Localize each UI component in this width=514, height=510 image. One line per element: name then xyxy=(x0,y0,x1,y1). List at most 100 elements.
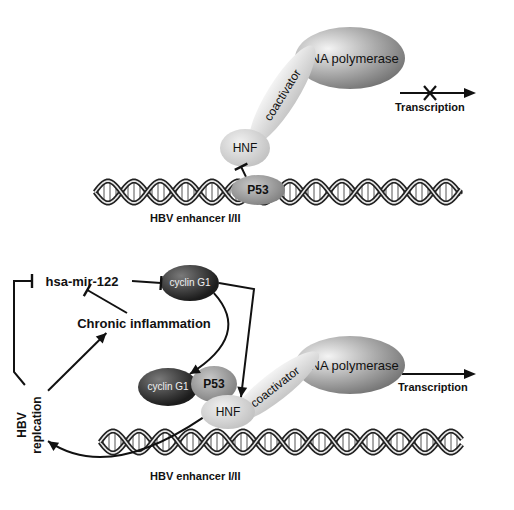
node-text: P53 xyxy=(203,377,224,391)
base-pair xyxy=(140,184,141,200)
node-text: hsa-mir-122 xyxy=(46,274,119,289)
base-pair xyxy=(110,181,111,202)
base-pair xyxy=(164,182,165,201)
base-pair xyxy=(176,188,177,196)
block-mark xyxy=(424,86,436,100)
connector-line xyxy=(87,290,127,313)
text-label: HBV enhancer I/II xyxy=(150,470,240,482)
base-pair xyxy=(338,182,339,201)
base-pair xyxy=(224,191,225,194)
base-pair xyxy=(145,434,146,450)
text-wrap: HNF xyxy=(233,141,258,155)
connector-line xyxy=(132,281,161,283)
base-pair xyxy=(253,438,254,446)
base-pair xyxy=(241,431,242,452)
base-pair xyxy=(344,181,345,202)
text-wrap: P53 xyxy=(203,377,224,391)
base-pair xyxy=(200,191,201,194)
base-pair xyxy=(422,181,423,202)
dna-strand xyxy=(100,431,462,453)
inhibition-connector xyxy=(132,276,161,290)
dna-strand xyxy=(100,431,462,453)
base-pair xyxy=(133,434,134,450)
connector-line xyxy=(241,167,246,177)
base-pair xyxy=(127,441,128,444)
text-wrap: cyclin G1 xyxy=(169,277,210,289)
activation-arrow xyxy=(190,293,229,374)
text-wrap: Chronic inflammation xyxy=(77,316,211,331)
hnf-factor: HNF xyxy=(220,129,270,167)
process-label: Chronic inflammation xyxy=(72,313,217,333)
mirna-label: hsa-mir-122 xyxy=(32,272,132,290)
base-pair xyxy=(452,184,453,200)
base-pair xyxy=(410,188,411,196)
connector-line xyxy=(190,293,229,374)
base-pair xyxy=(182,182,183,201)
base-pair xyxy=(181,438,182,446)
dna-strand xyxy=(100,431,462,453)
base-pair xyxy=(169,432,170,451)
process-label: HBV replcation xyxy=(12,385,48,465)
base-pair xyxy=(163,431,164,452)
activation-arrow xyxy=(48,418,203,457)
base-pair xyxy=(404,188,405,196)
block-mark xyxy=(424,86,436,100)
base-pair xyxy=(121,436,122,449)
arrow-head xyxy=(464,369,476,379)
base-pair xyxy=(362,184,363,200)
text-wrap: HNF xyxy=(216,405,241,419)
dna-strand xyxy=(100,431,462,453)
base-pair xyxy=(187,432,188,451)
base-pair xyxy=(433,436,434,449)
text-label: Transcription xyxy=(398,381,468,393)
base-pair xyxy=(391,436,392,449)
base-pair xyxy=(98,188,99,196)
base-pair xyxy=(301,434,302,450)
base-pair xyxy=(307,441,308,444)
base-pair xyxy=(139,431,140,453)
base-pair xyxy=(152,186,153,199)
base-pair xyxy=(415,438,416,446)
base-pair xyxy=(392,181,393,202)
base-pair xyxy=(446,181,447,203)
base-pair xyxy=(188,181,189,202)
base-pair xyxy=(115,431,116,452)
inhibition-bar xyxy=(31,274,33,288)
base-pair xyxy=(103,438,104,446)
transcription-arrow xyxy=(400,92,466,94)
base-pair xyxy=(367,434,368,450)
node-text: HNF xyxy=(216,405,241,419)
base-pair xyxy=(247,432,248,451)
base-pair xyxy=(451,431,452,453)
connector-line xyxy=(14,281,32,385)
node-text: HBV replcation xyxy=(15,385,45,465)
base-pair xyxy=(193,431,194,452)
base-pair xyxy=(350,186,351,199)
text-wrap: coactivator xyxy=(261,67,304,124)
base-pair xyxy=(379,434,380,450)
base-pair xyxy=(445,434,446,450)
base-pair xyxy=(368,181,369,203)
base-pair xyxy=(295,431,296,453)
base-pair xyxy=(355,436,356,449)
base-pair xyxy=(296,184,297,200)
base-pair xyxy=(314,181,315,202)
base-pair xyxy=(104,182,105,201)
base-pair xyxy=(332,188,333,196)
base-pair xyxy=(205,441,206,444)
transcription-arrow xyxy=(402,373,466,375)
base-pair xyxy=(218,184,219,200)
base-pair xyxy=(361,441,362,444)
base-pair xyxy=(128,184,129,200)
base-pair xyxy=(421,432,422,451)
base-pair xyxy=(325,432,326,451)
base-pair xyxy=(440,184,441,200)
base-pair xyxy=(434,191,435,194)
base-pair xyxy=(302,191,303,194)
base-pair xyxy=(343,432,344,451)
base-pair xyxy=(319,431,320,452)
base-pair xyxy=(212,181,213,203)
cyclin-protein: cyclin G1 xyxy=(161,265,219,301)
dna-helix xyxy=(100,431,462,453)
